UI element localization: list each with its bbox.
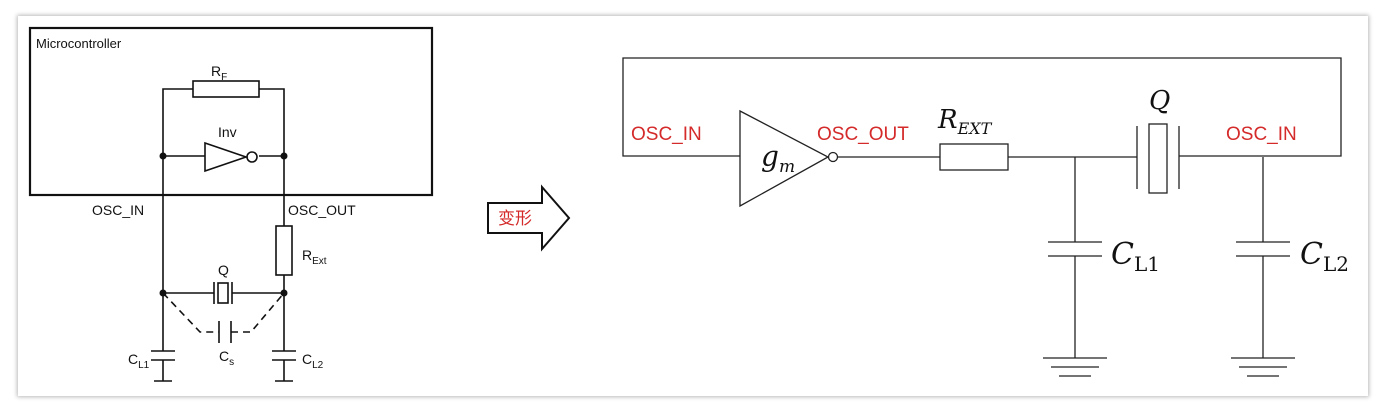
junction-dot [280, 289, 288, 297]
cs-label: Cs [219, 348, 234, 368]
osc-out-label-right: OSC_OUT [817, 124, 909, 145]
osc-out-label: OSC_OUT [288, 202, 356, 218]
osc-in-left-label: OSC_IN [631, 124, 702, 145]
capacitor-cl1-right: CL1 [1048, 157, 1160, 358]
right-schematic: OSC_IN gm OSC_OUT REXT Q OSC_IN [622, 57, 1349, 377]
rf-label: RF [211, 63, 227, 83]
rext-resistor: RExt [275, 225, 327, 276]
capacitor-cl1: CL1 [128, 350, 175, 382]
rext-resistor-right: REXT [937, 105, 1009, 171]
capacitor-cl2-right: CL2 [1236, 157, 1349, 358]
circuit-figure: Microcontroller RF Inv OSC_IN OSC_OUT [28, 26, 1349, 382]
crystal-q: Q [163, 262, 284, 304]
inverter: Inv [163, 124, 284, 173]
cl2-label: CL2 [302, 351, 324, 371]
cl1-label: CL1 [128, 351, 150, 371]
q-label-right: Q [1149, 86, 1170, 116]
crystal-q-right: Q [1136, 86, 1180, 194]
left-schematic: Microcontroller RF Inv OSC_IN OSC_OUT [28, 26, 434, 382]
microcontroller-label: Microcontroller [36, 36, 122, 51]
cl2-label-right: CL2 [1300, 237, 1349, 276]
cl1-label-right: CL1 [1111, 237, 1160, 276]
q-label: Q [218, 262, 229, 278]
gm-label: gm [761, 140, 795, 177]
ground-symbol [1231, 357, 1295, 377]
inv-label: Inv [218, 124, 237, 140]
gm-amplifier: gm [739, 109, 839, 208]
capacitor-cl2: CL2 [272, 350, 324, 382]
rext-label: RExt [302, 247, 327, 267]
rf-resistor: RF [162, 63, 285, 156]
ground-symbol [1043, 357, 1107, 377]
osc-in-label: OSC_IN [92, 202, 144, 218]
figure-frame: Microcontroller RF Inv OSC_IN OSC_OUT [18, 16, 1368, 396]
transform-arrow: 变形 [487, 184, 571, 252]
osc-in-right-label: OSC_IN [1226, 124, 1297, 145]
stray-capacitor-cs: Cs [162, 292, 285, 368]
microcontroller-box [28, 26, 434, 197]
arrow-label: 变形 [498, 209, 532, 229]
rext-label-right: REXT [937, 105, 993, 138]
